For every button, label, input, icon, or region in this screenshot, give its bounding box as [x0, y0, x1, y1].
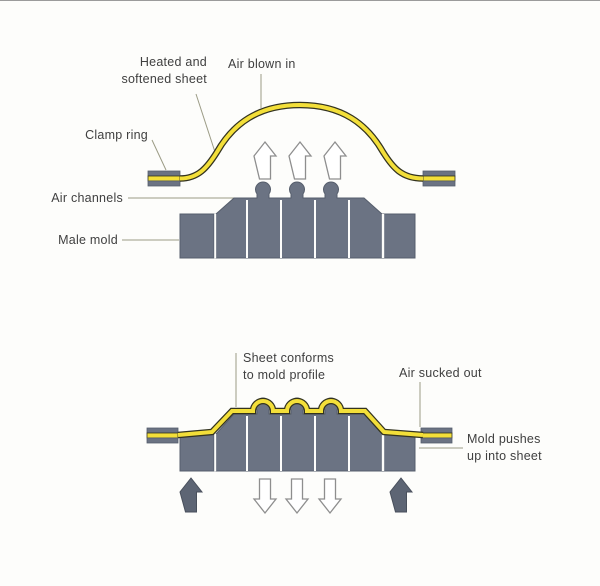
label-line: up into sheet [467, 449, 542, 463]
leader-heated-sheet [195, 93, 216, 153]
leader-clamp-ring [151, 139, 167, 171]
clamp-ring-left [147, 170, 181, 187]
clamp-ring-right [422, 170, 456, 187]
hollow-up-arrow-icon [253, 140, 278, 180]
clamp-ring-right [420, 427, 453, 444]
solid-up-arrow-icon [389, 477, 414, 513]
bottom-diagram [146, 353, 463, 515]
mold-left-block [179, 433, 215, 472]
label-air-sucked-out: Air sucked out [399, 366, 482, 380]
label-line: to mold profile [243, 368, 326, 382]
label-male-mold: Male mold [58, 233, 118, 247]
label-line: Mold pushes [467, 432, 541, 446]
male-mold-top [179, 181, 416, 259]
hollow-up-arrow-icon [288, 140, 313, 180]
hollow-down-arrow-icon [284, 478, 310, 515]
solid-up-arrow-icon [179, 477, 204, 513]
mold-right-block [382, 213, 416, 259]
hollow-up-arrow-icon [323, 140, 348, 180]
mold-body [215, 181, 383, 259]
mold-right-block [382, 433, 416, 472]
mold-left-block [179, 213, 215, 259]
conformed-sheet [177, 397, 424, 439]
label-line: Sheet conforms [243, 351, 335, 365]
hollow-down-arrow-icon [317, 478, 343, 515]
label-heated-sheet: Heated and softened sheet [87, 54, 207, 88]
hollow-down-arrow-icon [252, 478, 278, 515]
air-suck-arrows [252, 478, 343, 515]
male-mold-bottom [179, 397, 416, 472]
label-air-blown-in: Air blown in [228, 57, 296, 71]
label-mold-pushes: Mold pushes up into sheet [467, 431, 542, 465]
label-sheet-conforms: Sheet conforms to mold profile [243, 350, 334, 384]
air-channel-slits [214, 200, 385, 258]
top-diagram [122, 74, 456, 259]
label-line: softened sheet [121, 72, 207, 86]
label-air-channels: Air channels [51, 191, 123, 205]
clamp-ring-left [146, 427, 179, 444]
air-blow-arrows [253, 140, 348, 180]
label-clamp-ring: Clamp ring [85, 128, 148, 142]
label-line: Heated and [139, 55, 207, 69]
mold-push-arrows [179, 477, 414, 513]
air-channel-slits [214, 416, 385, 471]
heated-sheet-dome [179, 101, 424, 182]
